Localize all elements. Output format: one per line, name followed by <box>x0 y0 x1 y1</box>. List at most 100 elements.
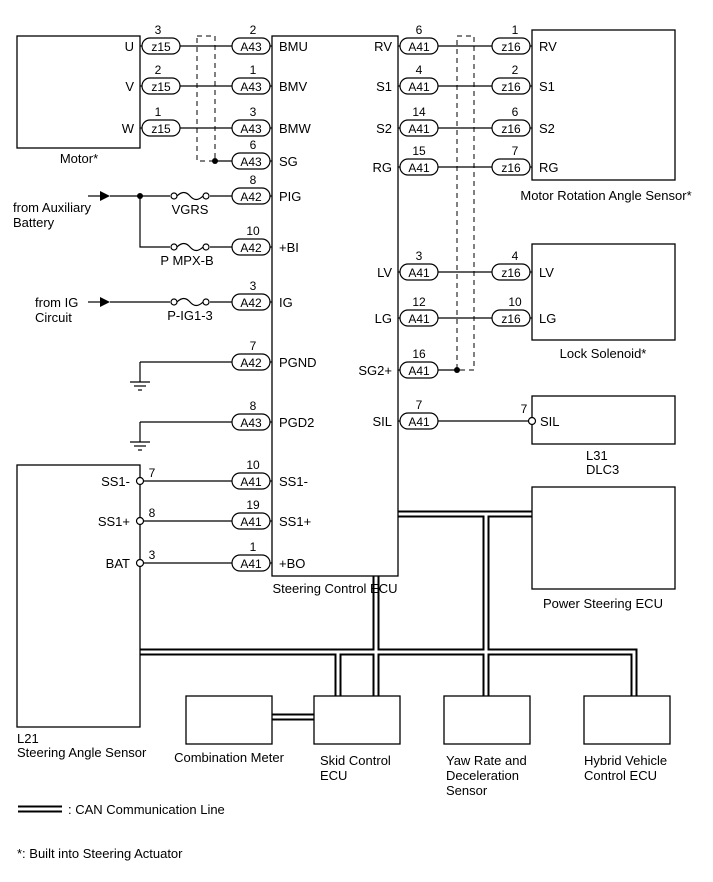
ecu-pin-sg: 6 <box>250 138 257 152</box>
ecu-conn-bmu: A43 <box>240 40 262 54</box>
motor-rotation-angle-sensor-box <box>531 29 676 181</box>
ecu-conn-ss1p: A41 <box>240 515 262 529</box>
hybrid-vehicle-ecu-box <box>583 695 671 745</box>
ecu-conn-rg: A41 <box>408 161 430 175</box>
ecu-label-bmv: BMV <box>279 79 308 94</box>
sensor-label-s1: S1 <box>539 79 555 94</box>
ecu-pin-lv: 3 <box>416 249 423 263</box>
steering-label-ss1m: SS1- <box>101 474 130 489</box>
ecu-pin-bi: 10 <box>246 224 260 238</box>
ecu-conn-lv: A41 <box>408 266 430 280</box>
ecu-label-s1: S1 <box>376 79 392 94</box>
yaw-name-line2: Deceleration <box>446 768 519 783</box>
ecu-conn-s2: A41 <box>408 122 430 136</box>
ecu-conn-lg: A41 <box>408 312 430 326</box>
sensor-pin-s2: 6 <box>512 105 519 119</box>
ecu-label-ig: IG <box>279 295 293 310</box>
ecu-pin-pig: 8 <box>250 173 257 187</box>
ecu-label-bmw: BMW <box>279 121 312 136</box>
ecu-pin-ig: 3 <box>250 279 257 293</box>
motor-box <box>16 35 141 149</box>
sensor-conn-rv: z16 <box>501 40 521 54</box>
ecu-pin-pgnd: 7 <box>250 339 257 353</box>
dlc3-pin: 7 <box>521 402 528 416</box>
steering-sensor-name: Steering Angle Sensor <box>17 745 147 760</box>
hybrid-name-line1: Hybrid Vehicle <box>584 753 667 768</box>
ecu-label-bo: +BO <box>279 556 305 571</box>
motor-pin-u: 3 <box>155 23 162 37</box>
combination-meter-name: Combination Meter <box>174 750 284 765</box>
lock-solenoid-box <box>531 243 676 341</box>
motor-conn-v: z15 <box>151 80 171 94</box>
steering-pin-ss1m: 7 <box>149 466 156 480</box>
ecu-pin-lg: 12 <box>412 295 426 309</box>
ecu-label-ss1p: SS1+ <box>279 514 311 529</box>
ecu-label-lv: LV <box>377 265 392 280</box>
steering-label-ss1p: SS1+ <box>98 514 130 529</box>
ecu-label-pig: PIG <box>279 189 301 204</box>
steering-pin-bat: 3 <box>149 548 156 562</box>
ecu-pin-ss1p: 19 <box>246 498 260 512</box>
ecu-label-pgnd: PGND <box>279 355 317 370</box>
combination-meter-box <box>185 695 273 745</box>
ecu-pin-s1: 4 <box>416 63 423 77</box>
ecu-pin-s2: 14 <box>412 105 426 119</box>
ecu-pin-ss1m: 10 <box>246 458 260 472</box>
yaw-name-line3: Sensor <box>446 783 488 798</box>
skid-name-line2: ECU <box>320 768 347 783</box>
ecu-label-ss1m: SS1- <box>279 474 308 489</box>
solenoid-name: Lock Solenoid* <box>560 346 647 361</box>
aux-battery-line2: Battery <box>13 215 55 230</box>
motor-pin-v: 2 <box>155 63 162 77</box>
ecu-conn-s1: A41 <box>408 80 430 94</box>
ecu-pin-sg2: 16 <box>412 347 426 361</box>
ecu-pin-pgd2: 8 <box>250 399 257 413</box>
dlc3-label-sil: SIL <box>540 414 560 429</box>
fuse-ig-label: P-IG1-3 <box>167 308 213 323</box>
sensor-pin-s1: 2 <box>512 63 519 77</box>
ecu-label-bmu: BMU <box>279 39 308 54</box>
ig-circuit-line2: Circuit <box>35 310 72 325</box>
ecu-label-sg: SG <box>279 154 298 169</box>
sensor-pin-rg: 7 <box>512 144 519 158</box>
bat-terminal <box>135 558 145 568</box>
sensor-pin-rv: 1 <box>512 23 519 37</box>
aux-battery-line1: from Auxiliary <box>13 200 92 215</box>
yaw-rate-sensor-box <box>443 695 531 745</box>
ecu-conn-rv: A41 <box>408 40 430 54</box>
motor-conn-u: z15 <box>151 40 171 54</box>
ss1p-terminal <box>135 516 145 526</box>
footnote: *: Built into Steering Actuator <box>17 846 183 861</box>
yaw-name-line1: Yaw Rate and <box>446 753 527 768</box>
sensor-conn-rg: z16 <box>501 161 521 175</box>
steering-label-bat: BAT <box>106 556 130 571</box>
ecu-label-sil: SIL <box>372 414 392 429</box>
solenoid-pin-lg: 10 <box>508 295 522 309</box>
ecu-pin-bmu: 2 <box>250 23 257 37</box>
steering-angle-sensor-box <box>16 464 141 728</box>
can-legend-label: : CAN Communication Line <box>68 802 225 817</box>
power-steering-name: Power Steering ECU <box>543 596 663 611</box>
ecu-conn-ss1m: A41 <box>240 475 262 489</box>
pin-numbers: 3 2 1 2 1 3 6 8 10 3 7 8 10 19 1 6 4 14 … <box>149 23 528 562</box>
ecu-conn-sg: A43 <box>240 155 262 169</box>
solenoid-conn-lv: z16 <box>501 266 521 280</box>
ecu-pin-bmw: 3 <box>250 105 257 119</box>
ecu-conn-ig: A42 <box>240 296 262 310</box>
sensor-label-rv: RV <box>539 39 557 54</box>
ecu-label-rv: RV <box>374 39 392 54</box>
fuse-mpxb-label: P MPX-B <box>160 253 213 268</box>
motor-name: Motor* <box>60 151 98 166</box>
ig-circuit-line1: from IG <box>35 295 78 310</box>
steering-pin-ss1p: 8 <box>149 506 156 520</box>
hybrid-name-line2: Control ECU <box>584 768 657 783</box>
motor-pin-w: 1 <box>155 105 162 119</box>
sensor-name: Motor Rotation Angle Sensor* <box>520 188 691 203</box>
ecu-label-bi: +BI <box>279 240 299 255</box>
legend: : CAN Communication Line *: Built into S… <box>17 802 225 861</box>
solenoid-label-lv: LV <box>539 265 554 280</box>
ecu-conn-pgnd: A42 <box>240 356 262 370</box>
skid-control-ecu-box <box>313 695 401 745</box>
ecu-pin-bmv: 1 <box>250 63 257 77</box>
